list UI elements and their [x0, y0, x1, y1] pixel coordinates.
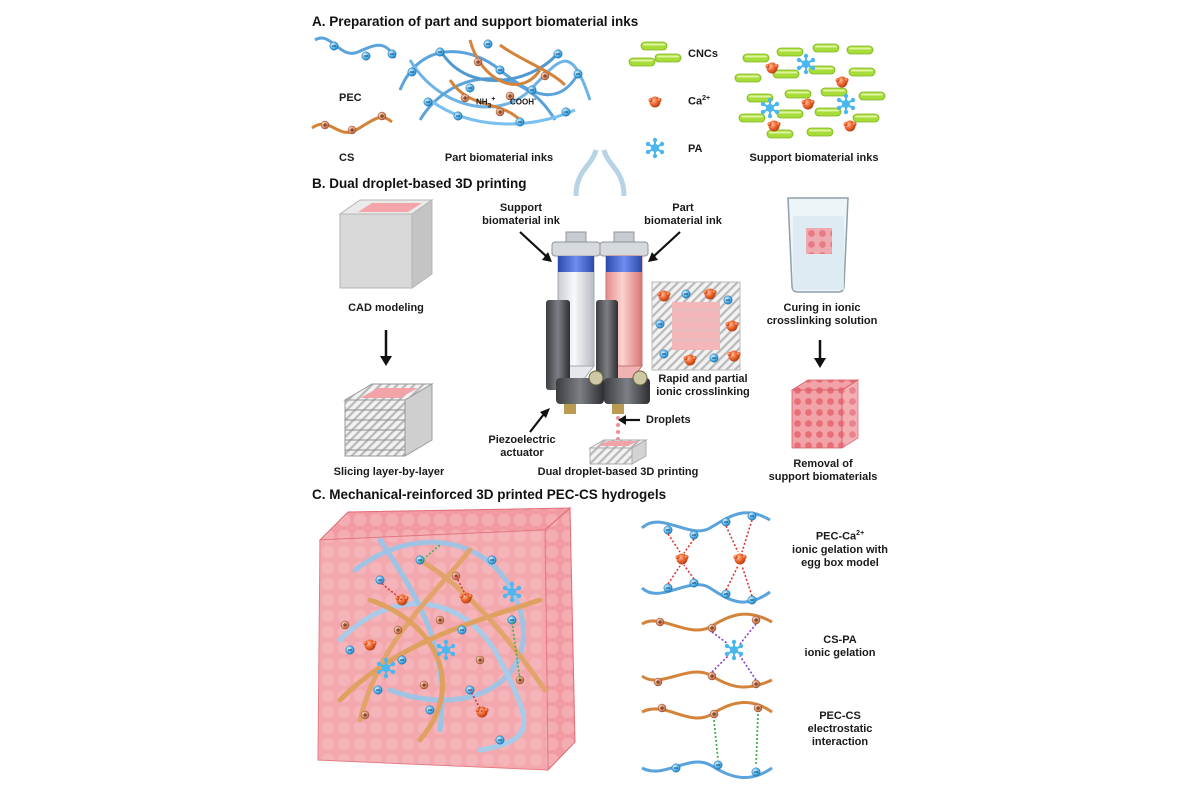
- section-b-title: B. Dual droplet-based 3D printing: [312, 176, 527, 191]
- label-piezo: Piezoelectric actuator: [488, 434, 556, 460]
- label-cs-pa: CS-PA ionic gelation: [804, 634, 876, 660]
- label-cooh-text: COOH: [510, 97, 534, 107]
- label-part-ink: Part biomaterial ink: [644, 202, 722, 228]
- label-support-inks: Support biomaterial inks: [749, 152, 879, 164]
- label-pa: PA: [688, 143, 703, 155]
- label-rapid-crosslinking: Rapid and partial ionic crosslinking: [656, 373, 750, 399]
- label-cooh-sup: -: [534, 96, 537, 103]
- label-pec: PEC: [339, 92, 362, 104]
- label-droplets: Droplets: [646, 414, 691, 426]
- label-ca-sup: 2+: [702, 95, 711, 102]
- label-pec-ca-text: PEC-Ca: [815, 530, 857, 543]
- label-cad: CAD modeling: [348, 302, 424, 314]
- label-cooh: COOH-: [510, 96, 536, 107]
- panel-c-artwork: [317, 506, 773, 780]
- label-pec-cs: PEC-CS electrostatic interaction: [807, 710, 873, 749]
- section-c-title: C. Mechanical-reinforced 3D printed PEC-…: [312, 487, 667, 502]
- label-pec-ca-sup: 2+: [856, 530, 865, 537]
- label-curing: Curing in ionic crosslinking solution: [766, 302, 878, 328]
- section-a-title: A. Preparation of part and support bioma…: [312, 14, 639, 29]
- label-dual-printing: Dual droplet-based 3D printing: [537, 466, 699, 478]
- label-nh3-sup: +: [491, 96, 496, 103]
- label-slicing: Slicing layer-by-layer: [333, 466, 445, 478]
- label-ca: Ca2+: [688, 95, 710, 109]
- label-pec-ca-desc: ionic gelation with egg box model: [792, 543, 888, 570]
- label-nh3-sub: 3: [487, 102, 492, 110]
- panel-b-artwork: [338, 149, 860, 465]
- label-removal: Removal of support biomaterials: [768, 458, 878, 484]
- label-part-inks: Part biomaterial inks: [444, 152, 554, 164]
- label-cncs: CNCs: [688, 48, 718, 60]
- label-nh3-text: NH: [476, 97, 488, 107]
- label-nh3: NH3+: [476, 96, 495, 110]
- label-ca-text: Ca: [688, 95, 703, 108]
- label-pec-ca: PEC-Ca2+ ionic gelation with egg box mode…: [792, 530, 888, 570]
- label-cs: CS: [339, 152, 355, 164]
- panel-a-artwork: [311, 36, 886, 160]
- label-support-ink: Support biomaterial ink: [482, 202, 560, 228]
